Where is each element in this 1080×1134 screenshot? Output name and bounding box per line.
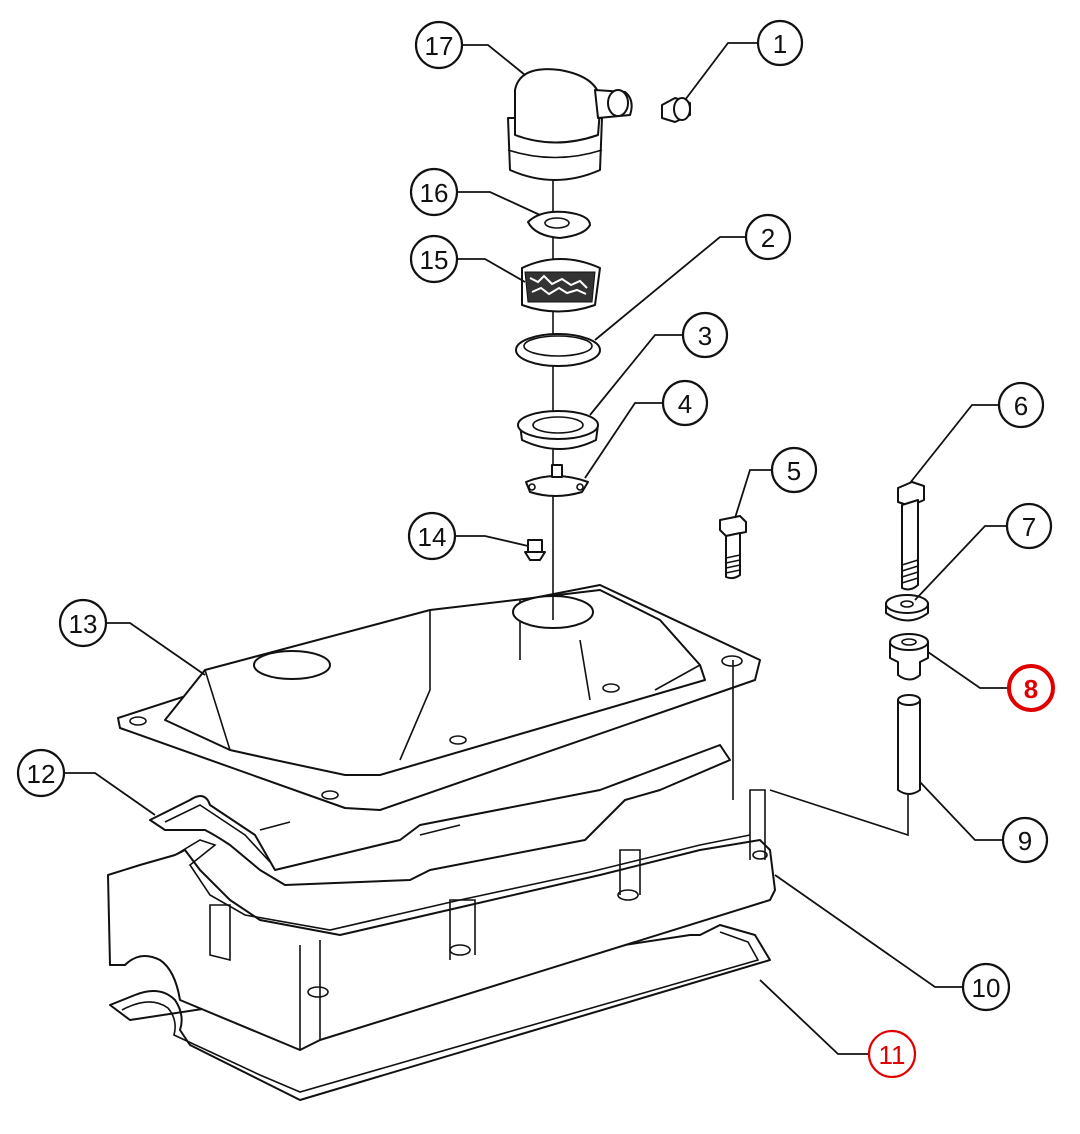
svg-text:1: 1	[773, 29, 787, 59]
part-10-housing	[107, 789, 776, 1051]
callout-14: 14	[407, 511, 457, 561]
callout-2: 2	[744, 213, 792, 261]
callout-15: 15	[409, 234, 459, 284]
part-5-bolt	[719, 515, 747, 580]
part-9-sleeve	[897, 694, 921, 795]
callout-1: 1	[756, 19, 804, 67]
svg-text:9: 9	[1018, 826, 1032, 856]
part-8-bushing	[889, 633, 929, 681]
svg-text:16: 16	[420, 178, 449, 208]
callout-5: 5	[770, 446, 818, 494]
dowel-9-axis	[769, 789, 909, 837]
callout-9: 9	[1001, 816, 1049, 864]
svg-text:15: 15	[420, 245, 449, 275]
callout-13: 13	[58, 598, 108, 648]
part-4-plate	[525, 464, 589, 497]
part-16-washer	[527, 210, 591, 239]
svg-text:10: 10	[972, 973, 1001, 1003]
svg-text:7: 7	[1022, 512, 1036, 542]
part-15-filter	[521, 258, 601, 313]
callout-10: 10	[961, 962, 1011, 1012]
svg-text:3: 3	[698, 321, 712, 351]
part-3-valve	[517, 410, 599, 450]
callout-8: 8	[1007, 664, 1055, 712]
callout-4: 4	[661, 379, 709, 427]
part-11-gasket	[109, 924, 771, 1101]
svg-text:2: 2	[761, 223, 775, 253]
callout-3: 3	[681, 311, 729, 359]
part-1-fitting	[661, 97, 691, 123]
svg-text:5: 5	[787, 456, 801, 486]
svg-text:4: 4	[678, 389, 692, 419]
callout-17: 17	[414, 20, 464, 70]
part-12-gasket	[149, 744, 731, 886]
svg-text:12: 12	[27, 759, 56, 789]
svg-text:8: 8	[1024, 674, 1038, 704]
part-6-bolt	[897, 481, 925, 591]
part-7-washer	[885, 594, 929, 622]
part-14-screw	[524, 539, 546, 561]
part-17-breather-cap	[507, 68, 633, 181]
svg-text:14: 14	[418, 522, 447, 552]
callout-12: 12	[16, 748, 66, 798]
svg-text:6: 6	[1014, 391, 1028, 421]
callout-11: 11	[867, 1029, 917, 1079]
callout-6: 6	[997, 381, 1045, 429]
svg-text:11: 11	[879, 1040, 906, 1070]
part-2-seal-ring	[515, 333, 601, 367]
leader-lines	[64, 42, 1009, 1055]
callout-16: 16	[409, 167, 459, 217]
svg-text:17: 17	[425, 31, 454, 61]
callout-7: 7	[1005, 502, 1053, 550]
svg-text:13: 13	[69, 609, 98, 639]
